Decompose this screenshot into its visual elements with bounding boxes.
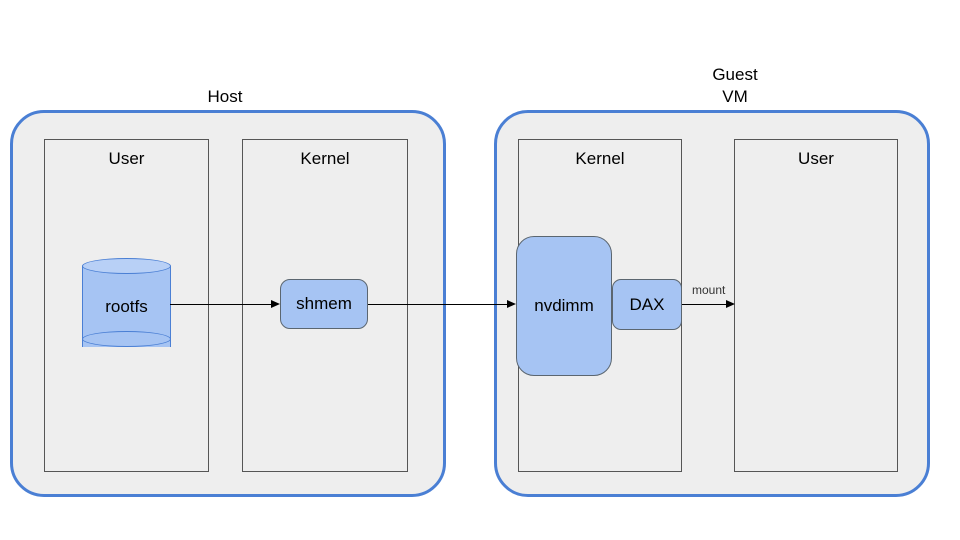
shmem-node[interactable]: shmem	[280, 279, 368, 329]
arrowhead-icon-dax-to-guest-user	[726, 300, 735, 308]
connector-shmem-to-nvdimm	[368, 304, 508, 305]
mount-connector-label: mount	[692, 283, 726, 297]
host-user-panel-label: User	[108, 149, 145, 168]
guest-user-panel-label: User	[798, 149, 834, 168]
dax-node-label: DAX	[629, 294, 665, 314]
connector-rootfs-to-shmem	[170, 304, 272, 305]
nvdimm-node-label: nvdimm	[534, 296, 594, 315]
nvdimm-node[interactable]: nvdimm	[516, 236, 612, 376]
cylinder-top-ellipse	[82, 258, 171, 274]
guest-user-panel: User	[734, 139, 898, 472]
arrowhead-icon-shmem-to-nvdimm	[507, 300, 516, 308]
host-zone-title: Host	[207, 87, 243, 106]
shmem-node-label: shmem	[296, 294, 352, 313]
host-kernel-panel-label: Kernel	[300, 149, 350, 168]
arrowhead-icon-rootfs-to-shmem	[271, 300, 280, 308]
guest-kernel-panel-label: Kernel	[575, 149, 625, 168]
rootfs-node[interactable]: rootfs	[82, 258, 171, 355]
connector-dax-to-guest-user	[682, 304, 727, 305]
rootfs-node-label: rootfs	[105, 296, 148, 316]
cylinder-bottom-ellipse	[82, 331, 171, 347]
dax-node[interactable]: DAX	[612, 279, 682, 330]
guest-zone-title: Guest VM	[712, 65, 758, 106]
